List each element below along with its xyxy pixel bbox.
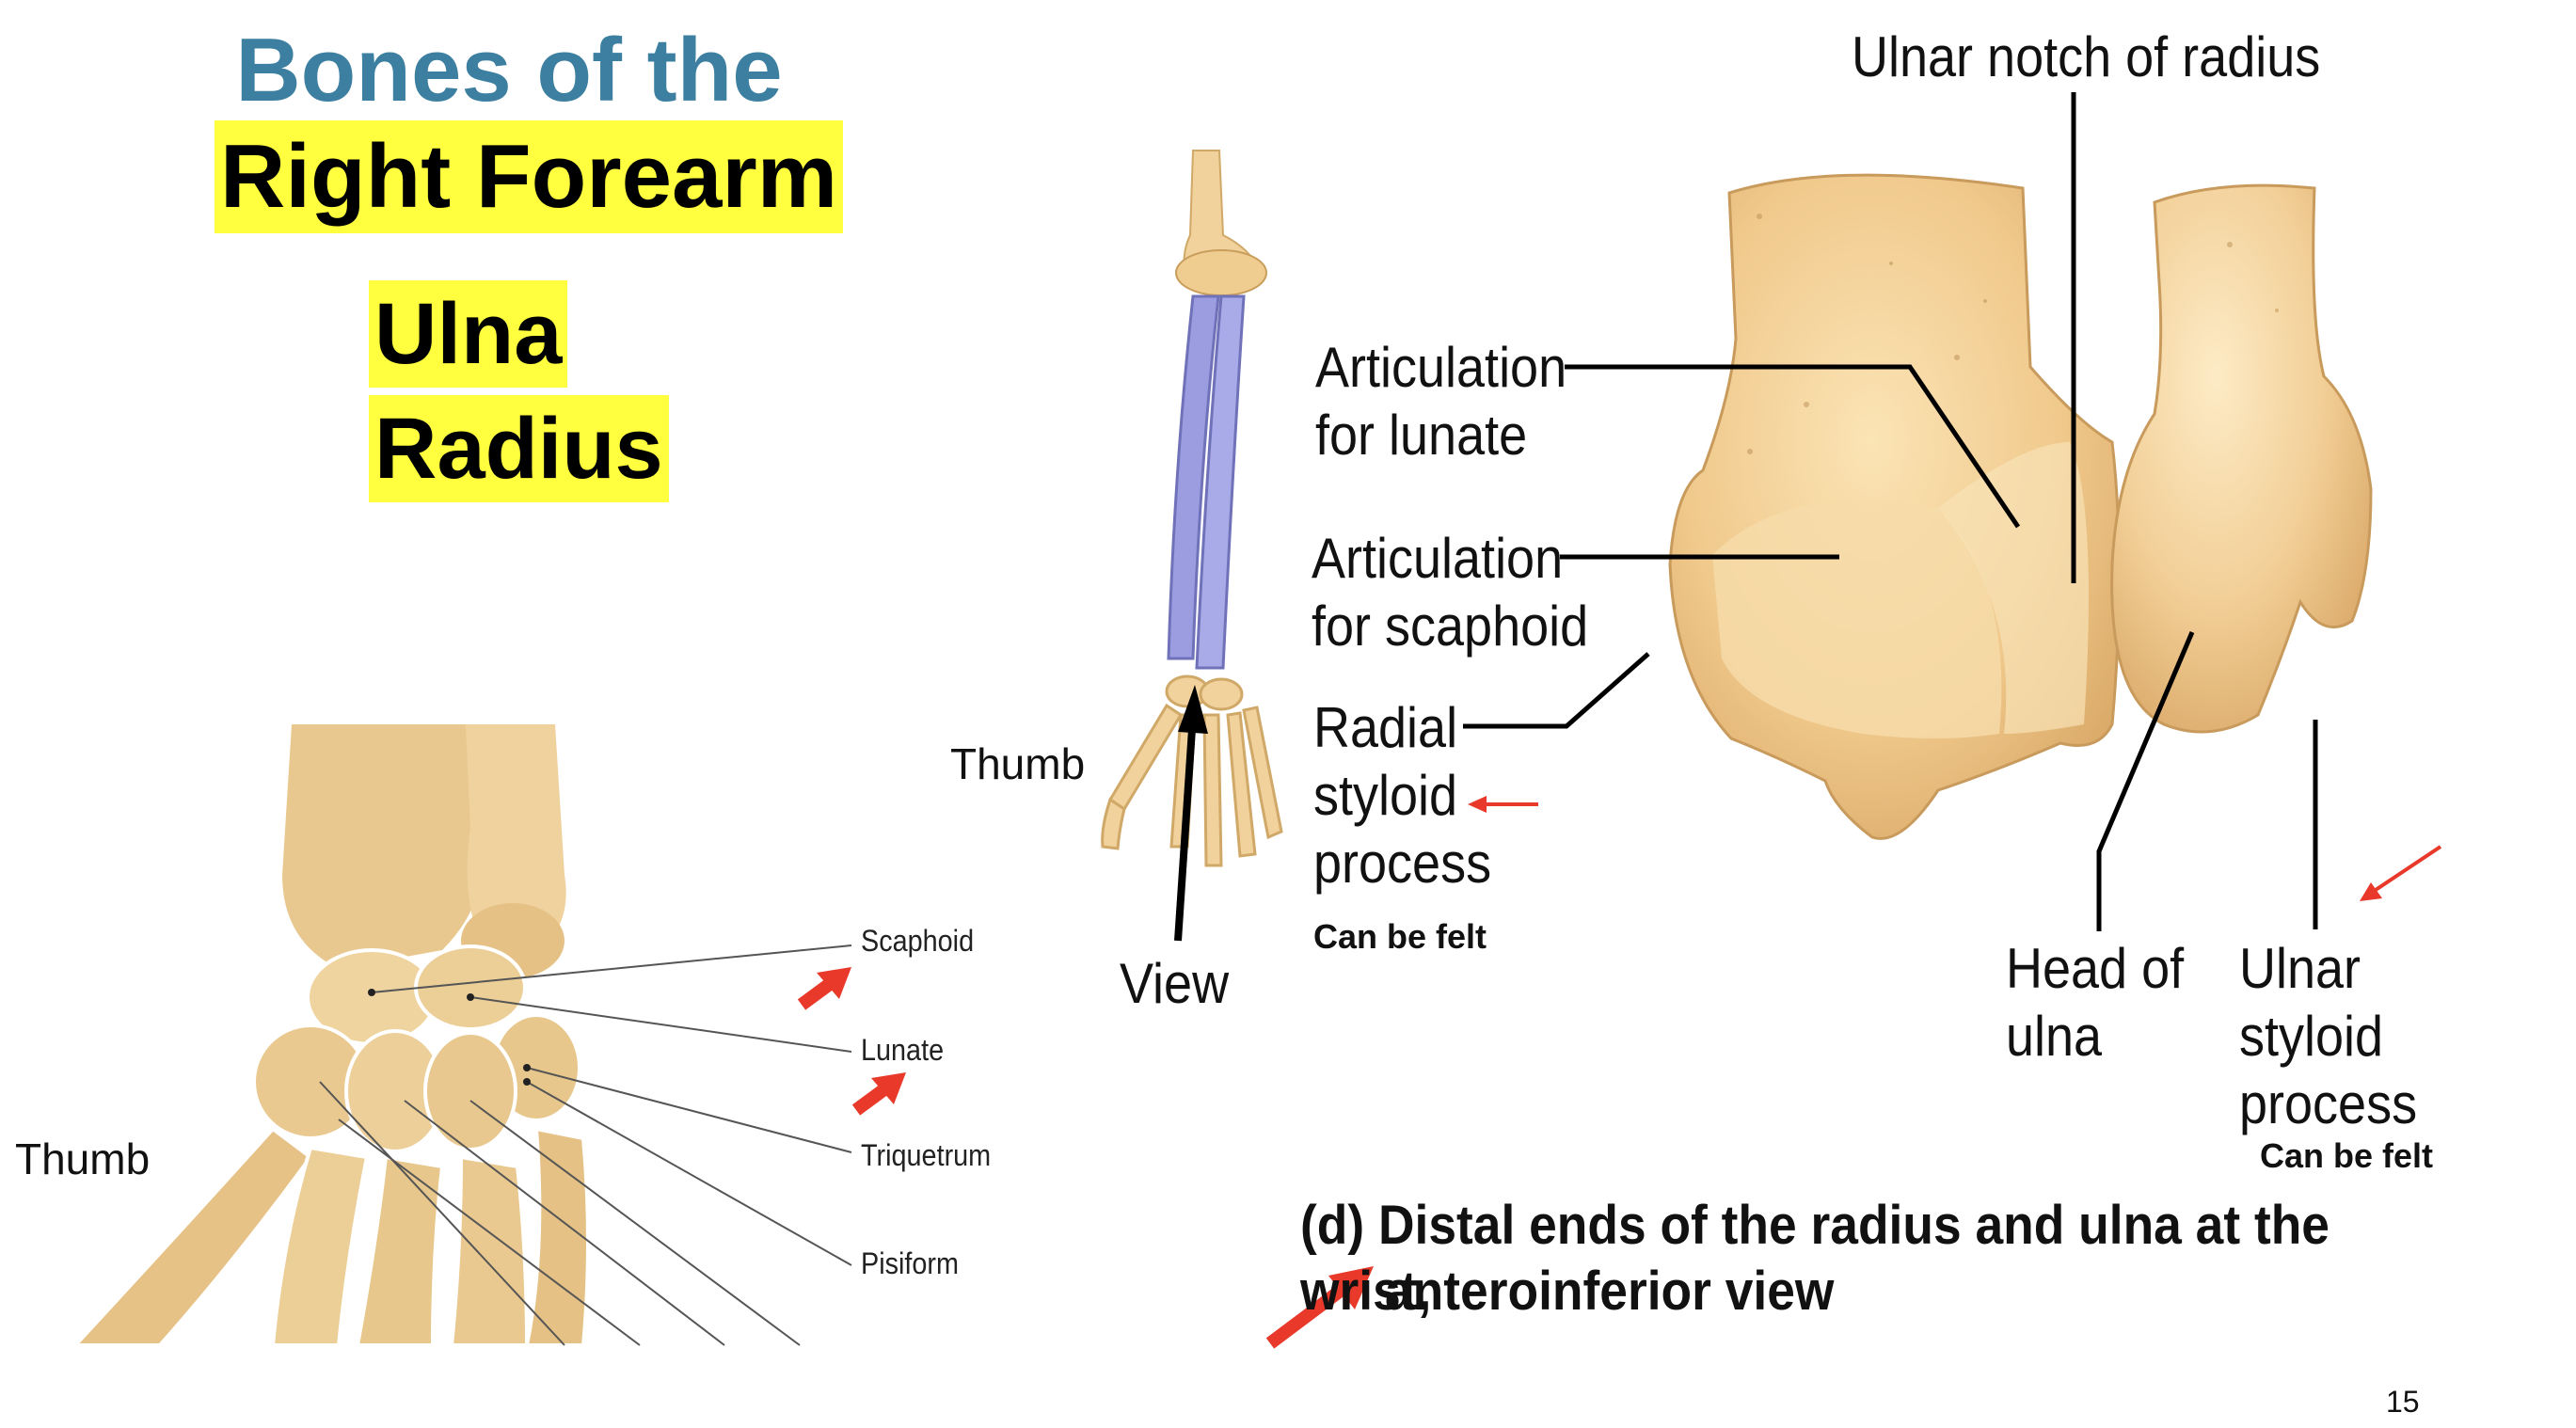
ulnar-styloid-label: Ulnar styloid process	[2239, 937, 2418, 1135]
slide-title: Bones of the	[235, 20, 783, 120]
bone-radius-label: Radius	[369, 395, 669, 502]
view-label: View	[1120, 952, 1230, 1015]
wrist-bones-illustration	[71, 724, 852, 1347]
ulnar-styloid-red-arrow	[2360, 845, 2442, 901]
bone-ulna-label: Ulna	[369, 280, 568, 388]
radial-styloid-red-arrow	[1468, 796, 1538, 813]
distal-radius-ulna-illustration	[1463, 92, 2373, 931]
forearm-bones-illustration	[1101, 150, 1283, 942]
articulation-lunate-label: Articulation for lunate	[1315, 336, 1567, 467]
wrist-thumb-label: Thumb	[15, 1134, 151, 1183]
slide-subtitle-highlight: Right Forearm	[215, 120, 844, 233]
page-number: 15	[2386, 1385, 2420, 1419]
figure-caption-line1: (d) Distal ends of the radius and ulna a…	[1300, 1195, 2330, 1322]
ulnar-felt-note: Can be felt	[2260, 1136, 2434, 1175]
radial-styloid-label: Radial styloid process	[1313, 696, 1492, 895]
lunate-red-arrow	[851, 1072, 906, 1116]
triquetrum-label: Triquetrum	[861, 1138, 992, 1172]
scaphoid-red-arrow	[797, 967, 851, 1010]
pisiform-label: Pisiform	[861, 1246, 960, 1280]
ulnar-notch-label: Ulnar notch of radius	[1852, 25, 2321, 88]
lunate-label: Lunate	[861, 1033, 945, 1067]
head-of-ulna-label: Head of ulna	[2006, 937, 2185, 1068]
arm-thumb-label: Thumb	[950, 739, 1086, 788]
articulation-scaphoid-label: Articulation for scaphoid	[1312, 527, 1589, 658]
figure-caption-line2: anteroinferior view	[1385, 1261, 1835, 1322]
radial-felt-note: Can be felt	[1313, 917, 1487, 956]
caption-red-arrow	[1265, 1266, 1374, 1349]
scaphoid-label: Scaphoid	[861, 924, 975, 958]
